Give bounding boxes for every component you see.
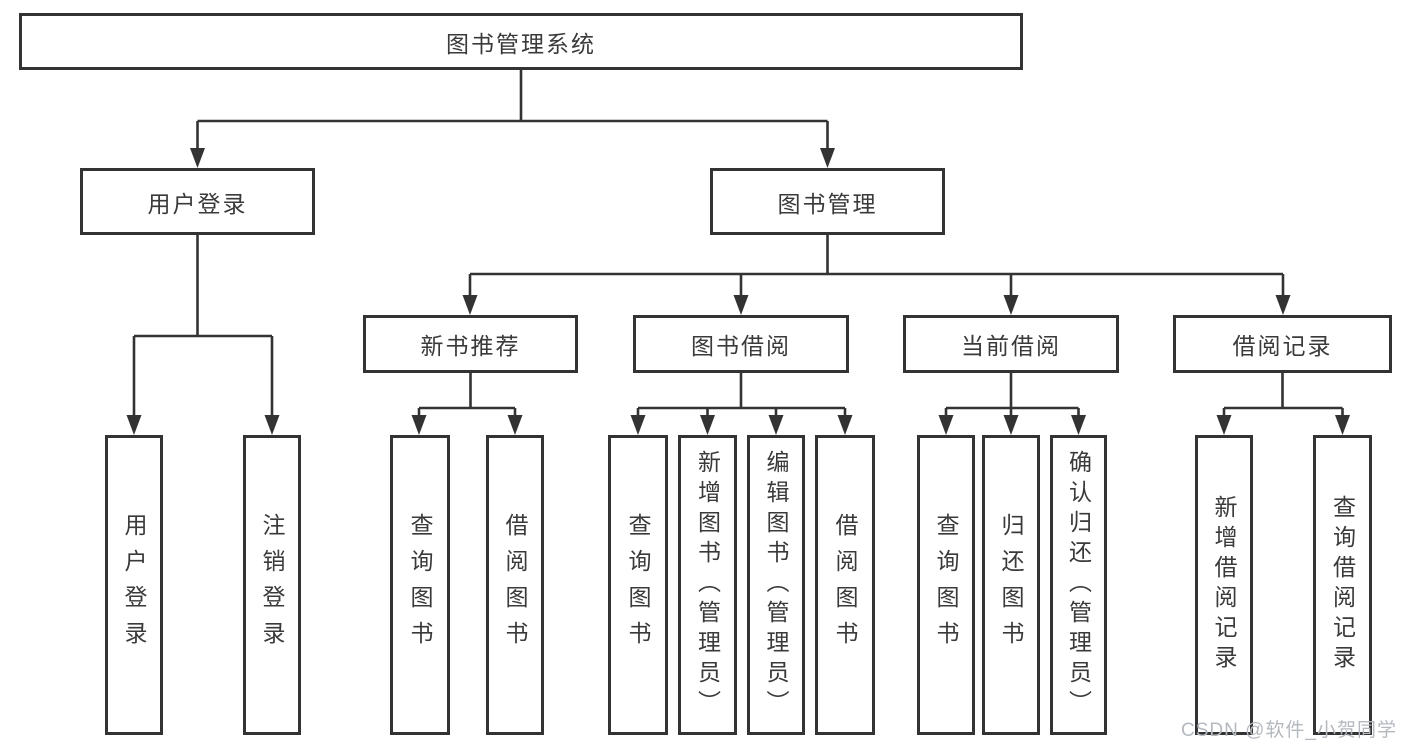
node-user-login: 用户登录 [80,168,315,235]
node-book-management-label: 图书管理 [777,190,878,217]
node-new-book-recommendation-label: 新书推荐 [420,333,521,359]
node-book-management: 图书管理 [710,168,945,235]
leaf-query-books-current: 查询图书 [917,435,975,735]
leaf-return-books: 归还图书 [982,435,1040,735]
node-root-label: 图书管理系统 [446,30,596,57]
leaf-logout-label: 注销登录 [259,513,285,657]
leaf-add-borrow-record: 新增借阅记录 [1195,435,1253,735]
leaf-borrow-books-recommend-label: 借阅图书 [502,513,528,657]
node-user-login-label: 用户登录 [147,190,248,217]
leaf-query-borrow-record: 查询借阅记录 [1313,435,1372,735]
leaf-query-borrow-record-label: 查询借阅记录 [1329,495,1356,675]
leaf-add-book-admin-label: 新增图书（管理员） [694,450,721,720]
leaf-add-book-admin: 新增图书（管理员） [678,435,737,735]
leaf-query-books-borrowing-label: 查询图书 [625,513,651,657]
leaf-borrow-books-borrowing: 借阅图书 [815,435,875,735]
leaf-return-books-label: 归还图书 [998,513,1024,657]
leaf-query-books-borrowing: 查询图书 [608,435,668,735]
leaf-confirm-return-admin: 确认归还（管理员） [1050,435,1107,735]
csdn-watermark: CSDN @软件_小贺同学 [1181,720,1397,741]
leaf-user-login-label: 用户登录 [121,513,147,657]
node-borrowing-records-label: 借阅记录 [1232,333,1333,359]
leaf-edit-book-admin: 编辑图书（管理员） [747,435,805,735]
node-book-borrowing: 图书借阅 [633,315,849,373]
leaf-add-borrow-record-label: 新增借阅记录 [1211,495,1237,675]
leaf-query-books-recommend: 查询图书 [390,435,450,735]
leaf-borrow-books-borrowing-label: 借阅图书 [832,513,858,657]
arrowheads [126,148,1350,435]
node-borrowing-records: 借阅记录 [1173,315,1392,373]
node-new-book-recommendation: 新书推荐 [363,315,578,373]
leaf-confirm-return-admin-label: 确认归还（管理员） [1065,450,1092,720]
leaf-logout: 注销登录 [243,435,301,735]
leaf-query-books-recommend-label: 查询图书 [407,513,433,657]
node-root: 图书管理系统 [19,13,1023,70]
node-current-borrowing: 当前借阅 [903,315,1119,373]
node-book-borrowing-label: 图书借阅 [691,333,791,359]
leaf-borrow-books-recommend: 借阅图书 [486,435,544,735]
leaf-edit-book-admin-label: 编辑图书（管理员） [763,450,789,720]
leaf-query-books-current-label: 查询图书 [933,513,959,657]
leaf-user-login: 用户登录 [105,435,163,735]
node-current-borrowing-label: 当前借阅 [961,333,1061,359]
